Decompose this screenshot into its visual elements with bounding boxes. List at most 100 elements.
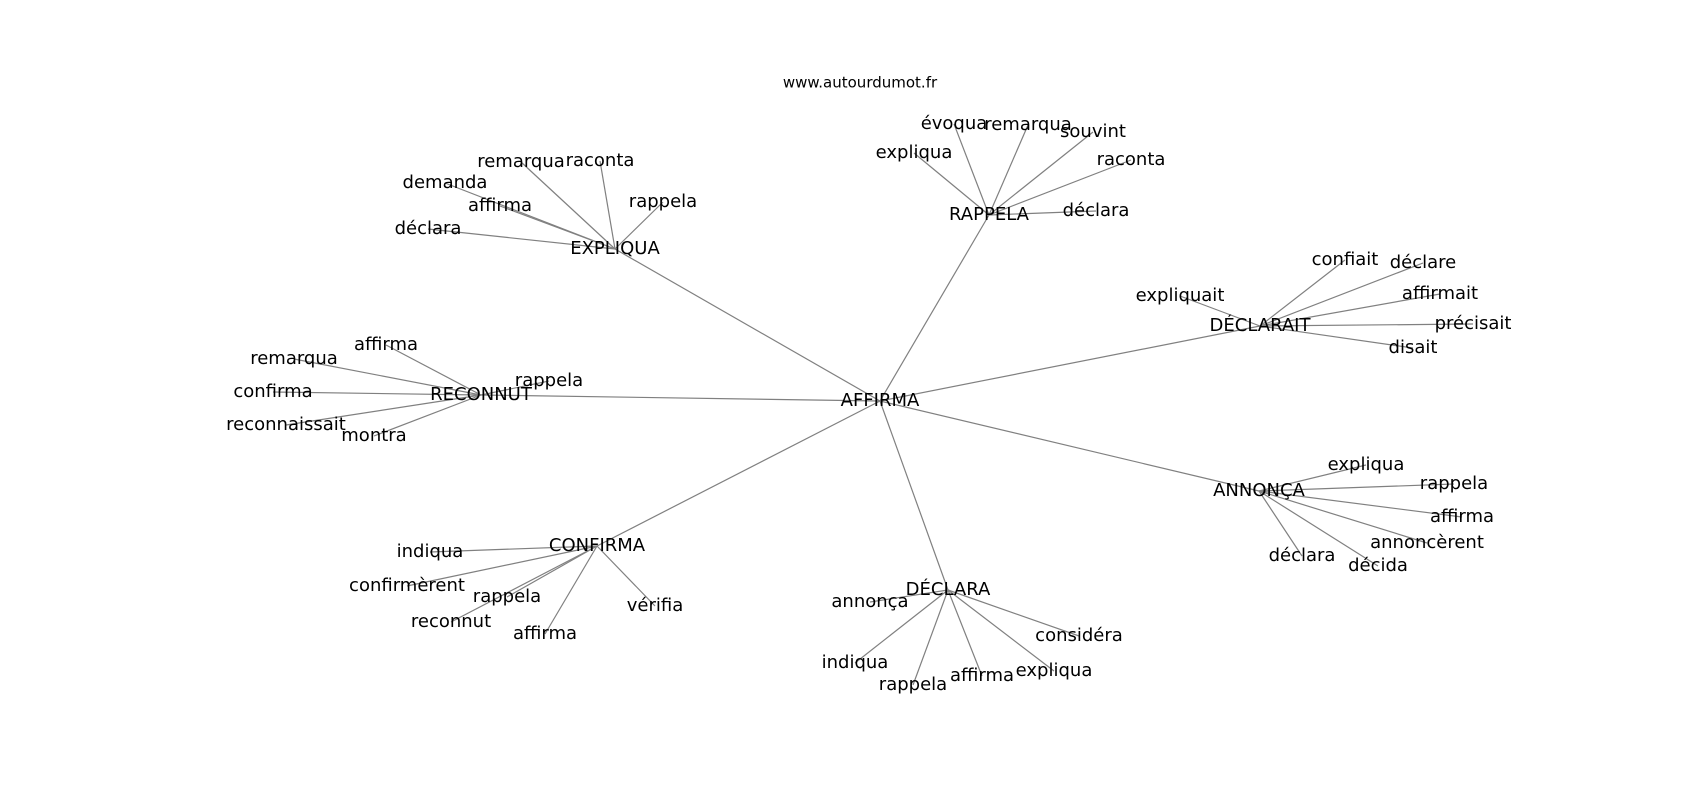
leaf-node-label: rappela — [879, 674, 947, 695]
edge-annonca-leaf — [1258, 464, 1367, 492]
edge-annonca-leaf — [1258, 483, 1455, 492]
center-node-label: AFFIRMA — [841, 390, 920, 411]
edge-reconnut-leaf — [272, 391, 482, 396]
leaf-node-label: raconta — [1097, 149, 1166, 170]
leaf-node-label: disait — [1389, 337, 1438, 358]
edge-reconnut-leaf — [480, 380, 550, 396]
leaf-node-label: annonça — [831, 591, 908, 612]
edge-rappela-leaf — [988, 210, 1097, 216]
edge-declara-leaf — [869, 589, 949, 603]
source-site-label: www.autourdumot.fr — [783, 74, 938, 92]
edge-confirma-leaf — [429, 545, 598, 553]
leaf-node-label: rappela — [515, 370, 583, 391]
edge-center-reconnut — [480, 394, 881, 402]
edge-center-declarait — [879, 325, 1261, 402]
edge-declarait-leaf — [1259, 323, 1474, 327]
edge-declarait-leaf — [1259, 325, 1414, 349]
leaf-node-label: annoncèrent — [1370, 532, 1484, 553]
edge-annonca-leaf — [1258, 490, 1303, 557]
edge-annonca-leaf — [1258, 490, 1428, 544]
leaf-node-label: décida — [1348, 555, 1408, 576]
edge-confirma-leaf — [406, 545, 598, 587]
edge-rappela-leaf — [988, 131, 1094, 216]
edge-center-confirma — [596, 400, 881, 547]
edge-confirma-leaf — [450, 545, 598, 623]
edge-rappela-leaf — [913, 152, 990, 216]
hub-node-label-expliqua: EXPLIQUA — [570, 238, 660, 259]
edge-declara-leaf — [947, 589, 1080, 637]
edge-center-annonca — [879, 400, 1260, 492]
edge-center-rappela — [879, 214, 990, 402]
leaf-node-label: expliqua — [1328, 454, 1405, 475]
leaf-node-label: affirma — [468, 195, 532, 216]
leaf-node-label: affirma — [1430, 506, 1494, 527]
leaf-node-label: évoqua — [921, 113, 988, 134]
leaf-node-label: expliqua — [1016, 660, 1093, 681]
edge-expliqua-leaf — [427, 228, 616, 250]
edge-rappela-leaf — [953, 123, 990, 216]
hub-node-label-annonca: ANNONÇA — [1213, 480, 1305, 501]
hub-node-label-declarait: DÉCLARAIT — [1210, 314, 1312, 336]
edge-confirma-leaf — [544, 545, 598, 635]
hub-node-label-reconnut: RECONNUT — [430, 384, 533, 405]
leaf-node-label: montra — [341, 425, 406, 446]
edge-center-declara — [879, 400, 949, 591]
leaf-node-label: demanda — [403, 172, 488, 193]
edge-confirma-leaf — [596, 545, 656, 607]
edge-declara-leaf — [947, 589, 1055, 672]
edge-annonca-leaf — [1258, 490, 1463, 518]
graph-edges — [272, 123, 1474, 686]
leaf-node-label: rappela — [473, 586, 541, 607]
leaf-node-label: remarqua — [984, 114, 1072, 135]
leaf-node-label: rappela — [629, 191, 697, 212]
leaf-node-label: déclare — [1390, 252, 1457, 273]
leaf-node-label: remarqua — [250, 348, 338, 369]
leaf-node-label: confirma — [233, 381, 312, 402]
edge-reconnut-leaf — [293, 358, 482, 396]
edge-rappela-leaf — [988, 124, 1029, 216]
leaf-node-label: précisait — [1435, 313, 1512, 334]
leaf-node-label: affirma — [950, 665, 1014, 686]
leaf-node-label: affirmait — [1402, 283, 1478, 304]
leaf-node-label: expliqua — [876, 142, 953, 163]
edge-expliqua-leaf — [499, 205, 616, 250]
hub-node-label-declara: DÉCLARA — [906, 578, 991, 600]
edge-declara-leaf — [912, 589, 949, 686]
leaf-node-label: remarqua — [477, 151, 565, 172]
leaf-node-label: souvint — [1060, 121, 1126, 142]
leaf-node-label: expliquait — [1136, 285, 1225, 306]
leaf-node-label: considéra — [1035, 625, 1123, 646]
edge-declarait-leaf — [1259, 259, 1346, 327]
leaf-node-label: raconta — [566, 150, 635, 171]
edge-declarait-leaf — [1259, 262, 1424, 327]
leaf-node-label: reconnaissait — [226, 414, 346, 435]
edge-annonca-leaf — [1258, 490, 1379, 567]
leaf-node-label: déclara — [395, 218, 462, 239]
leaf-node-label: confirmèrent — [349, 575, 465, 596]
leaf-node-label: déclara — [1063, 200, 1130, 221]
edge-expliqua-leaf — [599, 160, 616, 250]
leaf-node-label: rappela — [1420, 473, 1488, 494]
leaf-node-label: affirma — [354, 334, 418, 355]
edge-center-expliqua — [614, 248, 881, 402]
leaf-node-label: indiqua — [822, 652, 889, 673]
edge-reconnut-leaf — [285, 394, 482, 426]
leaf-node-label: confiait — [1312, 249, 1379, 270]
edge-declara-leaf — [854, 589, 949, 664]
edge-reconnut-leaf — [373, 394, 482, 437]
edge-declara-leaf — [947, 589, 983, 677]
edge-confirma-leaf — [506, 545, 598, 598]
leaf-node-label: indiqua — [397, 541, 464, 562]
hub-node-label-rappela: RAPPELA — [949, 204, 1030, 225]
leaf-node-label: reconnut — [411, 611, 491, 632]
edge-expliqua-leaf — [614, 201, 664, 250]
leaf-node-label: déclara — [1269, 545, 1336, 566]
edge-declarait-leaf — [1179, 295, 1261, 327]
leaf-node-label: vérifia — [627, 595, 684, 616]
edge-expliqua-leaf — [520, 161, 616, 250]
edge-reconnut-leaf — [385, 344, 482, 396]
hub-node-label-confirma: CONFIRMA — [549, 535, 646, 556]
leaf-node-label: affirma — [513, 623, 577, 644]
